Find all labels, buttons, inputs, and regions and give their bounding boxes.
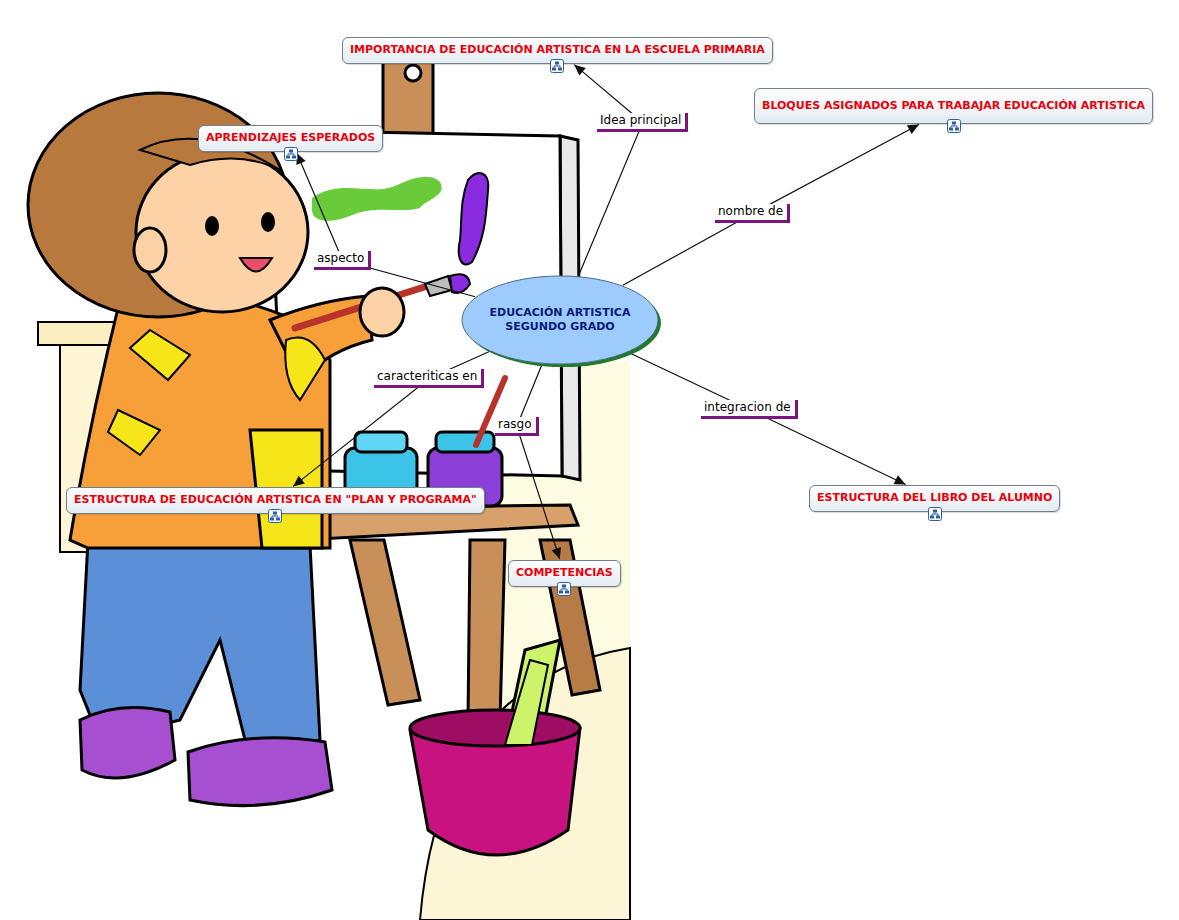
- icon-dot: [552, 68, 556, 71]
- icon-dot: [286, 156, 290, 159]
- map-icon: [268, 509, 282, 523]
- icon-dot: [955, 128, 959, 131]
- icon-dot: [555, 62, 559, 65]
- shoe: [188, 738, 332, 806]
- hand: [360, 288, 404, 336]
- icon-frame: [947, 120, 960, 133]
- map-icon: [284, 147, 298, 161]
- connector-line: [629, 352, 906, 484]
- connector-line: [293, 352, 489, 487]
- jar-lid: [355, 432, 407, 452]
- concept-text: EDUCACIÓN ARTISTICA SEGUNDO GRADO: [475, 306, 645, 334]
- icon-line: [288, 153, 294, 156]
- concept-box: COMPETENCIAS: [508, 560, 621, 587]
- arrowhead: [574, 65, 586, 76]
- icon-line: [272, 515, 278, 518]
- face: [136, 152, 308, 312]
- eye: [205, 216, 219, 236]
- connector: [629, 352, 906, 484]
- purple-stroke: [459, 173, 488, 264]
- concept-text: ESTRUCTURA DEL LIBRO DEL ALUMNO: [817, 491, 1052, 505]
- arrowhead: [894, 475, 906, 484]
- icon-dot: [936, 516, 940, 519]
- bow: [108, 410, 160, 455]
- shoe: [80, 708, 175, 779]
- icon-dot: [559, 591, 563, 594]
- icon-dot: [933, 510, 937, 513]
- pestle-front: [505, 660, 548, 745]
- icon-dot: [949, 128, 953, 131]
- concept-box: IMPORTANCIA DE EDUCACIÓN ARTISTICA EN LA…: [342, 37, 773, 64]
- connector-line: [297, 153, 475, 297]
- ellipse-fill: [462, 276, 658, 364]
- icon-frame: [284, 148, 297, 161]
- ear: [134, 228, 166, 272]
- icon-dot: [270, 518, 274, 521]
- connector-line: [517, 364, 560, 559]
- arrowhead: [552, 547, 562, 559]
- concept-text: BLOQUES ASIGNADOS PARA TRABAJAR EDUCACIÓ…: [762, 99, 1145, 113]
- concept-text: COMPETENCIAS: [516, 566, 613, 580]
- concept-ellipse: EDUCACIÓN ARTISTICA SEGUNDO GRADO: [461, 275, 659, 365]
- connector-line: [574, 65, 643, 276]
- linking-phrase: integracion de: [701, 400, 798, 419]
- concept-box: BLOQUES ASIGNADOS PARA TRABAJAR EDUCACIÓ…: [754, 88, 1153, 124]
- bow: [130, 330, 190, 380]
- green-stroke: [312, 177, 442, 221]
- icon-line: [932, 513, 938, 516]
- concept-text: ESTRUCTURA DE EDUCACIÓN ARTISTICA EN "PL…: [74, 493, 477, 507]
- arrowhead: [293, 476, 305, 487]
- jar-lid: [436, 432, 494, 452]
- concept-text: APRENDIZAJES ESPERADOS: [206, 131, 375, 145]
- cuff: [285, 338, 325, 401]
- icon-dot: [276, 518, 280, 521]
- mortar-rim: [410, 710, 580, 746]
- concept-box: APRENDIZAJES ESPERADOS: [198, 125, 383, 152]
- map-icon: [557, 582, 571, 596]
- concept-box: ESTRUCTURA DEL LIBRO DEL ALUMNO: [809, 485, 1060, 512]
- icon-dot: [292, 156, 296, 159]
- linking-phrase: Idea principal: [597, 113, 688, 132]
- icon-line: [951, 125, 957, 128]
- icon-frame: [928, 508, 941, 521]
- map-icon: [550, 59, 564, 73]
- icon-line: [554, 65, 560, 68]
- icon-dot: [930, 516, 934, 519]
- icon-dot: [273, 512, 277, 515]
- icon-line: [561, 588, 567, 591]
- easel-leg: [350, 540, 420, 705]
- eye: [261, 212, 275, 232]
- icon-frame: [558, 583, 571, 596]
- map-icon: [928, 507, 942, 521]
- icon-frame: [551, 60, 564, 73]
- icon-frame: [269, 510, 282, 523]
- linking-phrase: rasgo: [495, 417, 539, 436]
- arrowhead: [907, 124, 919, 134]
- concept-text: IMPORTANCIA DE EDUCACIÓN ARTISTICA EN LA…: [350, 43, 765, 57]
- icon-dot: [558, 68, 562, 71]
- connector: [293, 352, 489, 487]
- map-icon: [947, 119, 961, 133]
- connector: [296, 153, 475, 297]
- icon-dot: [562, 585, 566, 588]
- linking-phrase: nombre de: [715, 204, 790, 223]
- icon-dot: [289, 150, 293, 153]
- arrowhead: [296, 153, 305, 165]
- icon-dot: [565, 591, 569, 594]
- concept-box: ESTRUCTURA DE EDUCACIÓN ARTISTICA EN "PL…: [66, 487, 485, 514]
- icon-dot: [952, 122, 956, 125]
- easel-hole: [405, 65, 421, 81]
- connector: [574, 65, 643, 276]
- linking-phrase: aspecto: [314, 251, 371, 270]
- connector: [517, 364, 561, 559]
- easel-leg: [468, 540, 505, 720]
- linking-phrase: caracteriticas en: [374, 369, 484, 388]
- connector: [623, 124, 919, 285]
- mouth: [240, 258, 272, 272]
- connector-line: [623, 124, 919, 285]
- brush-ferrule: [425, 276, 452, 296]
